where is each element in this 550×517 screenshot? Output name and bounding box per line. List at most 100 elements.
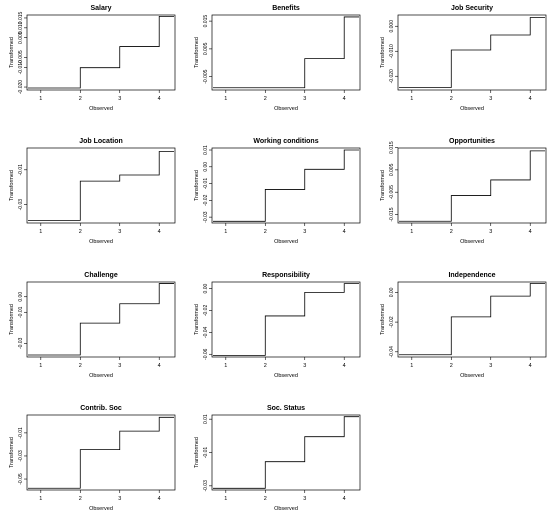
y-tick-label: -0.01	[203, 447, 209, 459]
y-tick-label: -0.02	[203, 305, 209, 317]
x-tick-label: 2	[264, 496, 267, 502]
x-tick-label: 2	[450, 363, 453, 369]
y-tick-label: -0.02	[203, 194, 209, 206]
y-tick-label: -0.03	[203, 211, 209, 223]
x-tick-label: 1	[410, 96, 413, 102]
x-tick-label: 3	[303, 363, 306, 369]
x-tick-label: 1	[39, 229, 42, 235]
x-axis-label: Observed	[89, 239, 113, 245]
chart-title: Job Security	[451, 5, 493, 12]
x-tick-label: 3	[303, 496, 306, 502]
x-tick-label: 4	[158, 96, 161, 102]
y-tick-label: -0.04	[203, 326, 209, 338]
x-tick-label: 1	[410, 363, 413, 369]
x-tick-label: 4	[158, 363, 161, 369]
x-tick-label: 2	[450, 229, 453, 235]
y-tick-label: 0.000	[389, 20, 395, 33]
y-tick-label: -0.020	[18, 80, 24, 94]
y-tick-label: 0.015	[389, 141, 395, 154]
x-tick-label: 1	[39, 496, 42, 502]
y-tick-label: -0.01	[18, 427, 24, 439]
y-tick-label: 0.005	[203, 42, 209, 55]
x-axis-label: Observed	[89, 373, 113, 379]
x-tick-label: 2	[79, 496, 82, 502]
plot-frame	[211, 14, 361, 91]
y-tick-label: -0.020	[389, 69, 395, 83]
x-tick-label: 2	[264, 96, 267, 102]
x-tick-label: 2	[79, 363, 82, 369]
x-axis-label: Observed	[274, 239, 298, 245]
plot-frame	[26, 414, 176, 491]
step-line	[399, 150, 545, 222]
x-tick-label: 3	[118, 363, 121, 369]
plot-frame	[397, 281, 547, 358]
y-tick-label: -0.05	[18, 473, 24, 485]
x-tick-label: 3	[118, 96, 121, 102]
x-axis-label: Observed	[460, 373, 484, 379]
x-tick-label: 1	[410, 229, 413, 235]
x-tick-label: 4	[343, 229, 346, 235]
step-line	[28, 151, 174, 221]
chart-title: Soc. Status	[267, 405, 305, 412]
x-tick-label: 2	[264, 229, 267, 235]
x-tick-label: 1	[39, 363, 42, 369]
chart-title: Benefits	[272, 5, 300, 12]
x-tick-label: 3	[303, 96, 306, 102]
y-tick-label: 0.015	[203, 15, 209, 28]
y-tick-label: -0.03	[18, 337, 24, 349]
chart-title: Opportunities	[449, 138, 495, 145]
x-tick-label: 4	[343, 96, 346, 102]
y-tick-label: -0.03	[203, 480, 209, 492]
y-tick-label: -0.005	[203, 69, 209, 83]
y-tick-label: 0.01	[203, 145, 209, 155]
y-tick-label: -0.010	[18, 60, 24, 74]
step-line	[213, 416, 359, 489]
y-axis-label: Transformed	[194, 304, 200, 335]
y-tick-label: -0.03	[18, 199, 24, 211]
x-axis-label: Observed	[274, 506, 298, 512]
x-tick-label: 3	[118, 229, 121, 235]
x-tick-label: 2	[79, 229, 82, 235]
chart-title: Working conditions	[253, 138, 318, 145]
x-tick-label: 2	[450, 96, 453, 102]
plot-frame	[397, 147, 547, 224]
x-tick-label: 1	[224, 363, 227, 369]
y-tick-label: -0.02	[389, 316, 395, 328]
y-tick-label: -0.005	[389, 185, 395, 199]
x-tick-label: 4	[158, 496, 161, 502]
x-tick-label: 4	[529, 229, 532, 235]
chart-title: Salary	[90, 5, 111, 12]
x-axis-label: Observed	[460, 106, 484, 112]
plot-frame	[26, 14, 176, 91]
x-tick-label: 4	[529, 363, 532, 369]
y-axis-label: Transformed	[380, 37, 386, 68]
step-line	[28, 15, 174, 89]
y-tick-label: -0.01	[18, 164, 24, 176]
plot-frame	[397, 14, 547, 91]
x-axis-label: Observed	[274, 373, 298, 379]
x-axis-label: Observed	[274, 106, 298, 112]
y-tick-label: 0.010	[18, 21, 24, 34]
step-line	[28, 416, 174, 489]
x-tick-label: 2	[264, 363, 267, 369]
chart-title: Job Location	[79, 138, 123, 145]
x-tick-label: 4	[529, 96, 532, 102]
x-tick-label: 3	[489, 96, 492, 102]
y-tick-label: 0.005	[389, 163, 395, 176]
y-tick-label: -0.04	[389, 346, 395, 358]
y-tick-label: 0.01	[203, 414, 209, 424]
y-tick-label: -0.005	[18, 50, 24, 64]
plot-frame	[26, 281, 176, 358]
x-tick-label: 1	[224, 96, 227, 102]
step-line	[213, 16, 359, 89]
y-axis-label: Transformed	[194, 37, 200, 68]
x-tick-label: 3	[118, 496, 121, 502]
